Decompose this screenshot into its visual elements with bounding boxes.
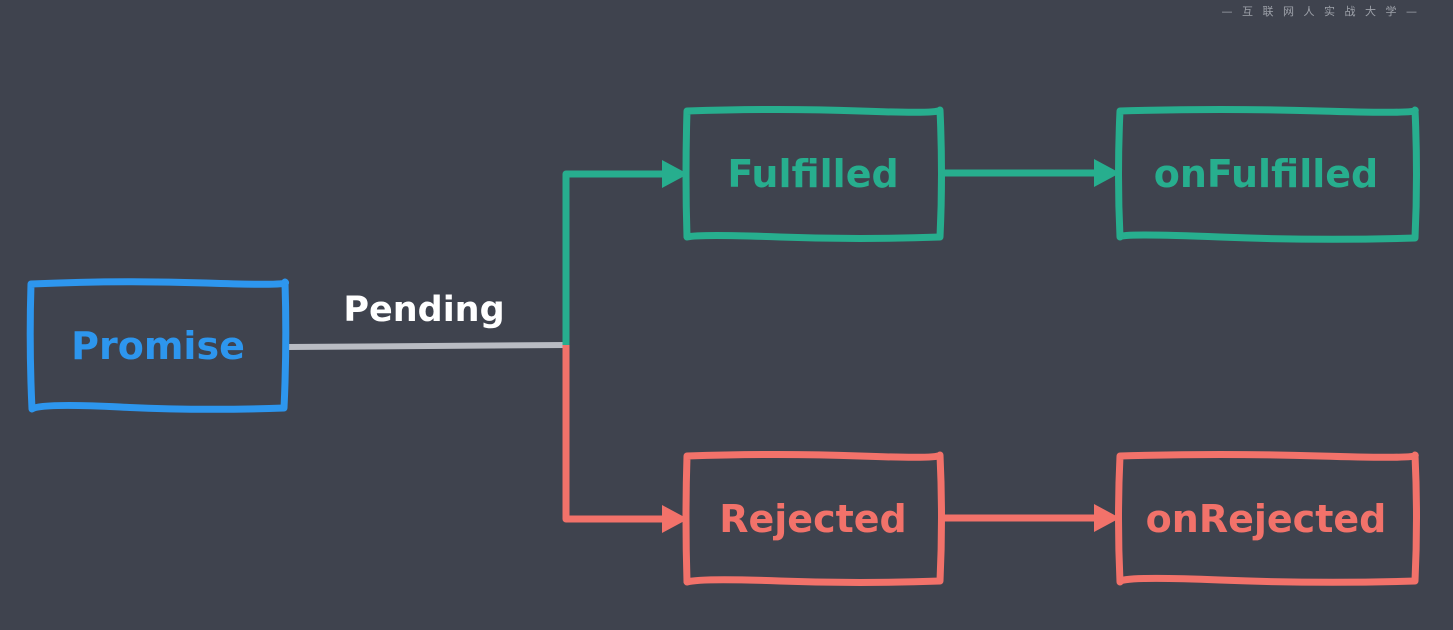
rejected-label: Rejected bbox=[719, 497, 907, 541]
promise-node: Promise bbox=[26, 278, 290, 413]
rejected-to-onrejected-arrowhead bbox=[1094, 504, 1120, 532]
onfulfilled-node: onFulfilled bbox=[1115, 106, 1420, 243]
fulfilled-label: Fulfilled bbox=[727, 152, 898, 196]
promise-label: Promise bbox=[71, 324, 245, 368]
pending-connector bbox=[287, 342, 567, 350]
fulfilled-branch-line bbox=[562, 170, 668, 345]
pending-label: Pending bbox=[343, 290, 504, 330]
rejected-branch-line bbox=[562, 345, 668, 523]
watermark: — 互 联 网 人 实 战 大 学 — bbox=[1221, 5, 1420, 18]
onrejected-node: onRejected bbox=[1115, 451, 1420, 586]
rejected-node: Rejected bbox=[682, 451, 945, 586]
onrejected-label: onRejected bbox=[1146, 497, 1387, 541]
onfulfilled-label: onFulfilled bbox=[1154, 152, 1379, 196]
fulfilled-to-onfulfilled-arrowhead bbox=[1094, 159, 1120, 187]
fulfilled-branch-arrowhead bbox=[662, 160, 688, 188]
fulfilled-node: Fulfilled bbox=[682, 106, 945, 242]
rejected-branch-arrowhead bbox=[662, 505, 688, 533]
